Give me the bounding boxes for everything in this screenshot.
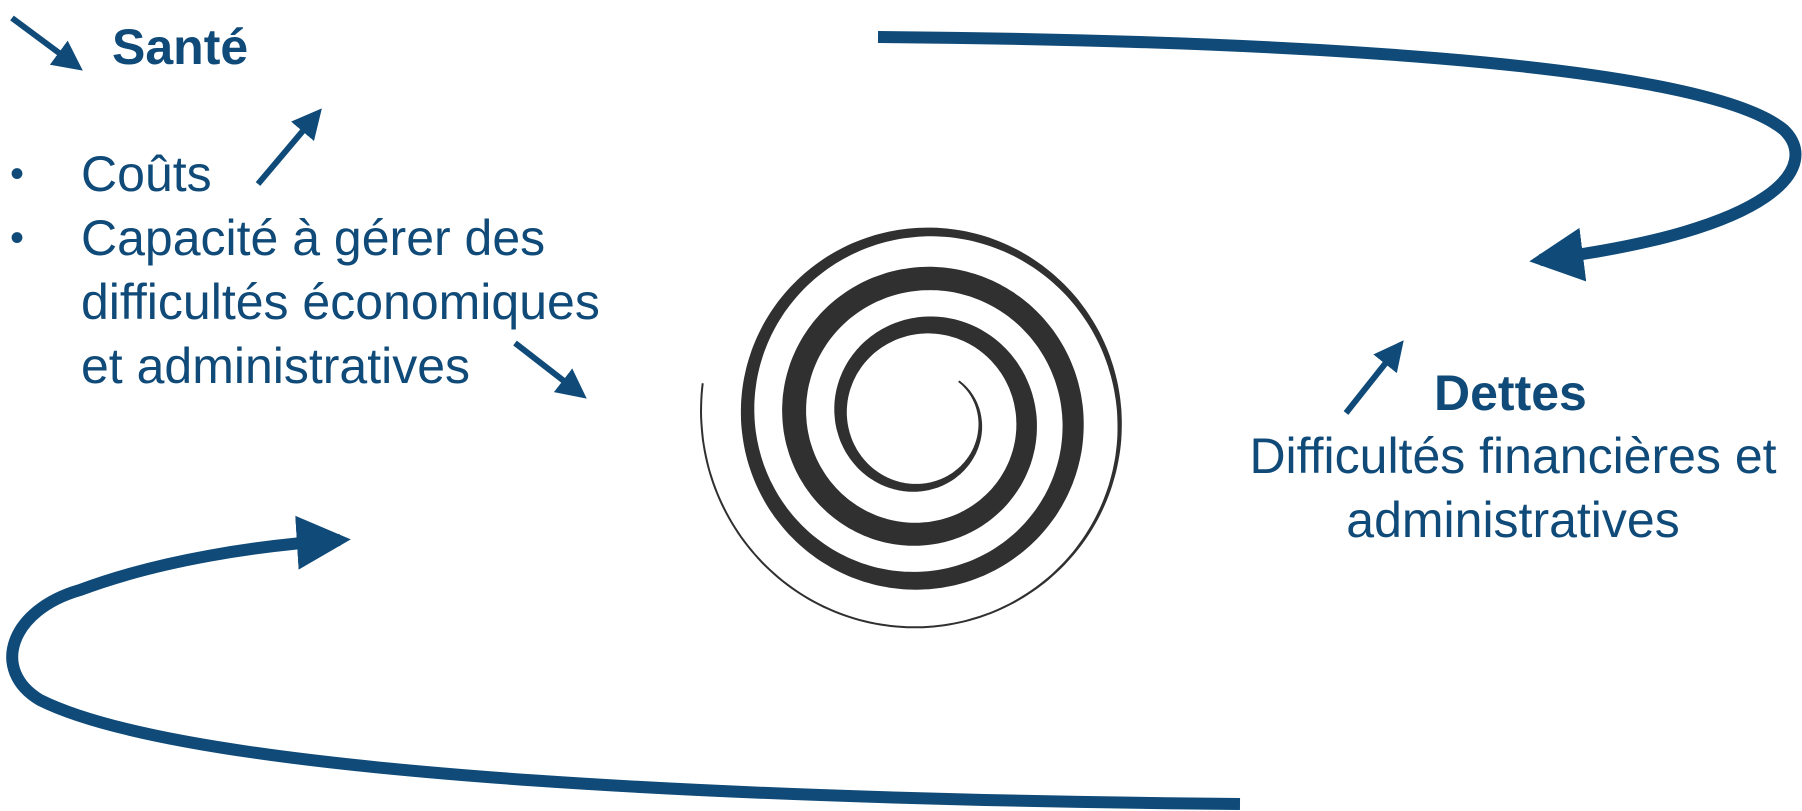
sante-title: Santé (112, 19, 249, 75)
bullet-capacite-line-2: difficultés économiques (81, 274, 600, 330)
dettes-subtitle-line-1: Difficultés financières et (1249, 428, 1777, 484)
bullet-capacite: Capacité à gérer des difficultés économi… (81, 206, 600, 398)
bullet-couts-line: Coûts (81, 146, 212, 202)
cycle-arrow-bottom-icon (6, 515, 1241, 810)
decrease-arrow-capacite-icon (513, 340, 587, 399)
bullet-capacite-line-1: Capacité à gérer des (81, 210, 546, 266)
spiral-icon (700, 227, 1122, 629)
increase-arrow-dettes-icon (1343, 340, 1404, 415)
decrease-arrow-sante-icon (10, 15, 83, 71)
bullet-capacite-line-3: et administratives (81, 338, 471, 394)
bullet-couts: Coûts (81, 142, 212, 206)
dettes-subtitle-line-2: administratives (1346, 492, 1680, 548)
dettes-title: Dettes (1434, 365, 1587, 421)
bullet-marker-couts: • (10, 152, 25, 196)
increase-arrow-couts-icon (255, 108, 322, 186)
cycle-arrow-top-icon (877, 31, 1802, 282)
bullet-marker-capacite: • (10, 216, 25, 260)
spiral-band (700, 227, 1122, 629)
dettes-subtitle: Difficultés financières et administrativ… (1230, 424, 1796, 552)
